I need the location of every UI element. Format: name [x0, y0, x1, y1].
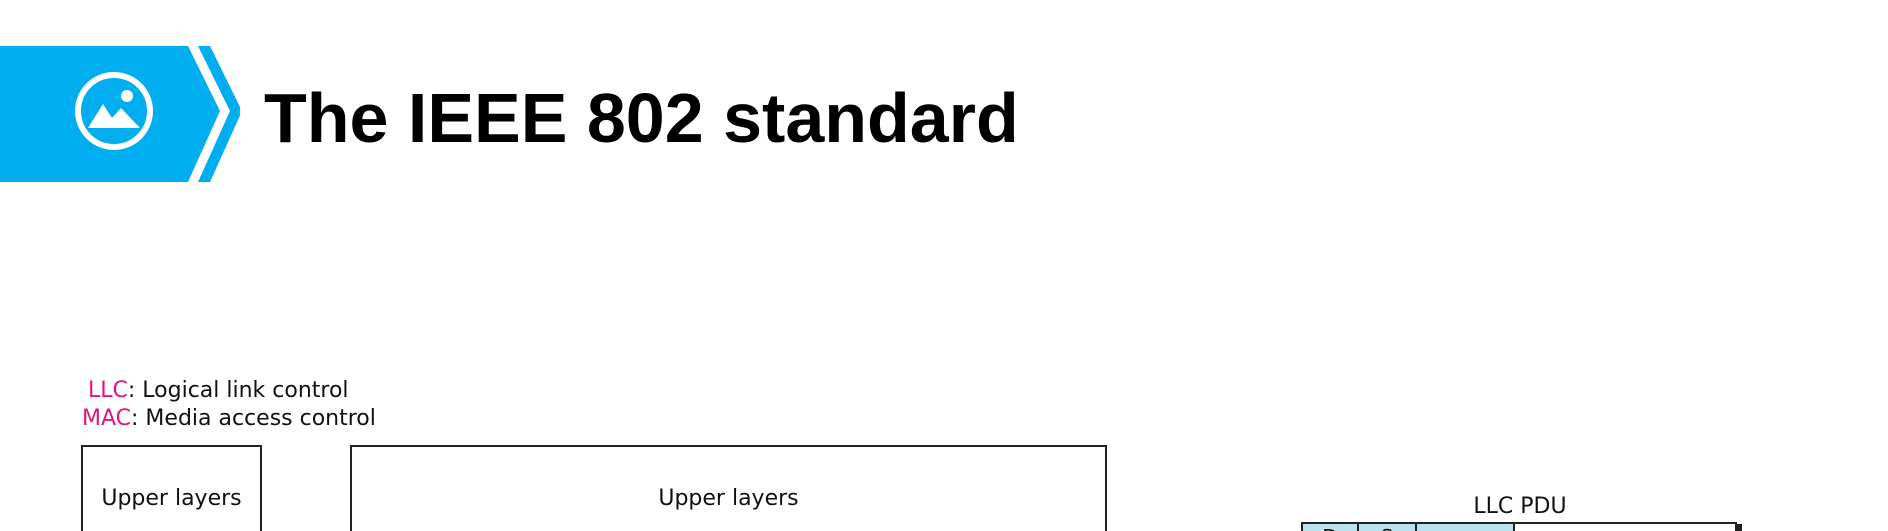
pdu-edge-mark [1736, 524, 1742, 531]
llc-pdu-frame: D S [1301, 522, 1737, 531]
ieee-upper-layers-box: Upper layers [350, 445, 1107, 531]
page-title: The IEEE 802 standard [264, 79, 1019, 157]
pdu-field-dsap: D [1303, 524, 1359, 531]
pdu-field-control [1417, 524, 1515, 531]
box-label: Upper layers [101, 486, 242, 511]
legend-desc: : Media access control [131, 406, 376, 431]
legend-desc: : Logical link control [127, 378, 349, 403]
llc-pdu-title: LLC PDU [1473, 494, 1567, 519]
legend-abbr: MAC [82, 406, 132, 431]
osi-upper-layers-box: Upper layers [81, 445, 262, 531]
image-icon [75, 72, 153, 150]
header-banner [0, 46, 240, 182]
box-label: Upper layers [658, 486, 799, 511]
banner-arrow [0, 46, 220, 182]
legend-item-mac: MAC: Media access control [82, 406, 376, 432]
pdu-field-ssap: S [1359, 524, 1417, 531]
banner-chevron [198, 46, 240, 182]
legend-abbr: LLC [88, 378, 128, 403]
legend-item-llc: LLC: Logical link control [88, 378, 349, 404]
